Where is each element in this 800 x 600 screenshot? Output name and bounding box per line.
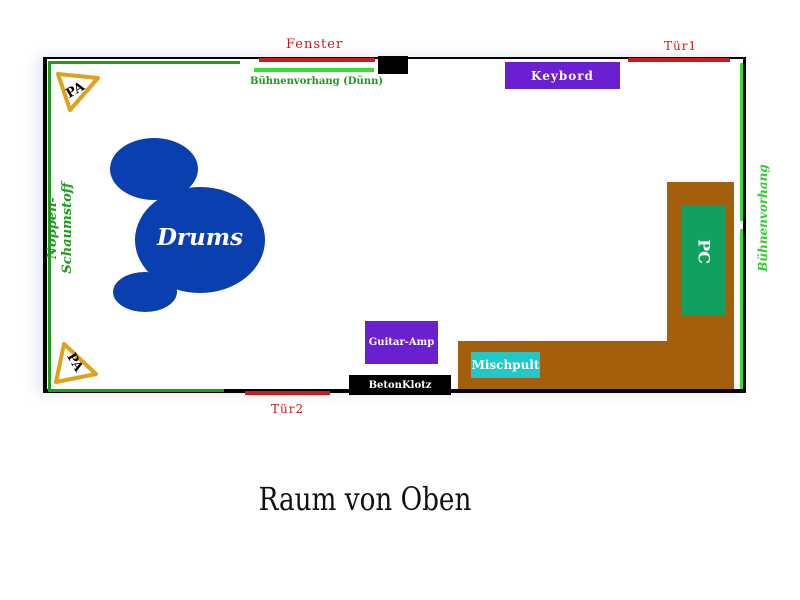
foam-top-wall [48, 61, 240, 64]
curtain-right-label: Bühnenvorhang [756, 164, 770, 272]
keyboard-box: Keybord [505, 62, 620, 89]
pa-speaker-bottom [54, 342, 98, 384]
concrete-block: BetonKlotz [349, 375, 451, 395]
mixer-box: Mischpult [471, 352, 540, 378]
drum-floor [113, 272, 177, 312]
window-marker [259, 58, 375, 62]
pa-speaker-top [56, 72, 100, 112]
curtain-right-lower [740, 229, 743, 389]
pc-box [682, 205, 726, 315]
diagram-caption: Raum von Oben [258, 480, 472, 518]
door2-label: Tür2 [271, 402, 305, 416]
foam-bottom-wall [48, 389, 224, 392]
window-label: Fenster [286, 37, 344, 52]
pc-label: PC [694, 239, 714, 264]
foam-left-wall [48, 61, 51, 391]
thin-curtain [254, 68, 374, 72]
guitar-amp-box: Guitar-Amp [365, 321, 438, 364]
thin-curtain-label: Bühnenvorhang (Dünn) [250, 76, 384, 87]
drums-label: Drums [156, 224, 244, 251]
door2-marker [245, 391, 330, 395]
pillar-block [378, 56, 408, 74]
foam-label: Noppen-Schaumstoff [45, 182, 75, 274]
door1-label: Tür1 [664, 39, 698, 53]
curtain-right-upper [740, 63, 743, 221]
door1-marker [628, 58, 730, 62]
